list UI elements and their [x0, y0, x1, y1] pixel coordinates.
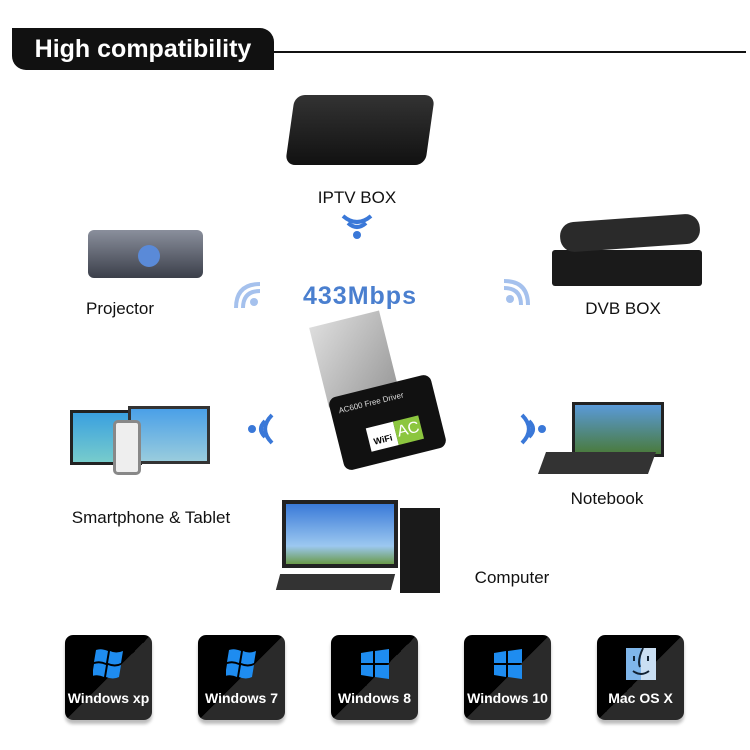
projector-lens: [138, 245, 160, 267]
dvb-remote-image: [559, 213, 701, 253]
notebook-screen: [572, 402, 664, 457]
smartphone-image: [113, 420, 141, 475]
os-label: Windows xp: [67, 690, 150, 706]
notebook-keyboard: [537, 452, 657, 474]
section-title: High compatibility: [12, 28, 274, 70]
computer-keyboard: [275, 574, 396, 590]
laptop-tablet-image: [128, 406, 210, 464]
wifi-signal-icon: [520, 413, 546, 445]
os-label: Mac OS X: [608, 690, 673, 706]
mac-finder-logo-icon: [626, 647, 656, 680]
iptv-box-label: IPTV BOX: [317, 188, 397, 207]
projector-label: Projector: [85, 299, 155, 318]
os-tile-windows-8: Windows 8: [331, 635, 418, 720]
speed-text: 433Mbps: [303, 282, 417, 310]
smartphone-tablet-label: Smartphone & Tablet: [71, 508, 231, 527]
dongle-model-text: AC600 Free Driver: [337, 390, 405, 416]
os-label: Windows 10: [467, 690, 548, 706]
os-tile-windows-10: Windows 10: [464, 635, 551, 720]
os-tile-windows-xp: Windows xp: [65, 635, 152, 720]
os-label: Windows 8: [338, 690, 411, 706]
dvb-box-label: DVB BOX: [585, 299, 661, 318]
computer-tower: [400, 508, 440, 593]
wifi-signal-icon: [234, 282, 261, 309]
dvb-box-image: [552, 250, 702, 286]
windows-8-logo-icon: [361, 649, 389, 679]
wifi-signal-icon: [248, 413, 274, 445]
computer-label: Computer: [474, 568, 550, 587]
windows-10-logo-icon: [494, 649, 522, 679]
windows-xp-logo-icon: [93, 649, 123, 679]
os-tile-mac-os-x: Mac OS X: [597, 635, 684, 720]
iptv-box-image: [285, 95, 435, 165]
os-tile-windows-7: Windows 7: [198, 635, 285, 720]
computer-monitor: [282, 500, 398, 568]
wifi-signal-icon: [341, 214, 373, 239]
ac-badge: AC: [392, 415, 424, 445]
wifi-signal-icon: [503, 279, 530, 306]
notebook-label: Notebook: [570, 489, 644, 508]
header-divider: [274, 51, 746, 53]
os-label: Windows 7: [205, 690, 278, 706]
windows-7-logo-icon: [226, 649, 256, 679]
